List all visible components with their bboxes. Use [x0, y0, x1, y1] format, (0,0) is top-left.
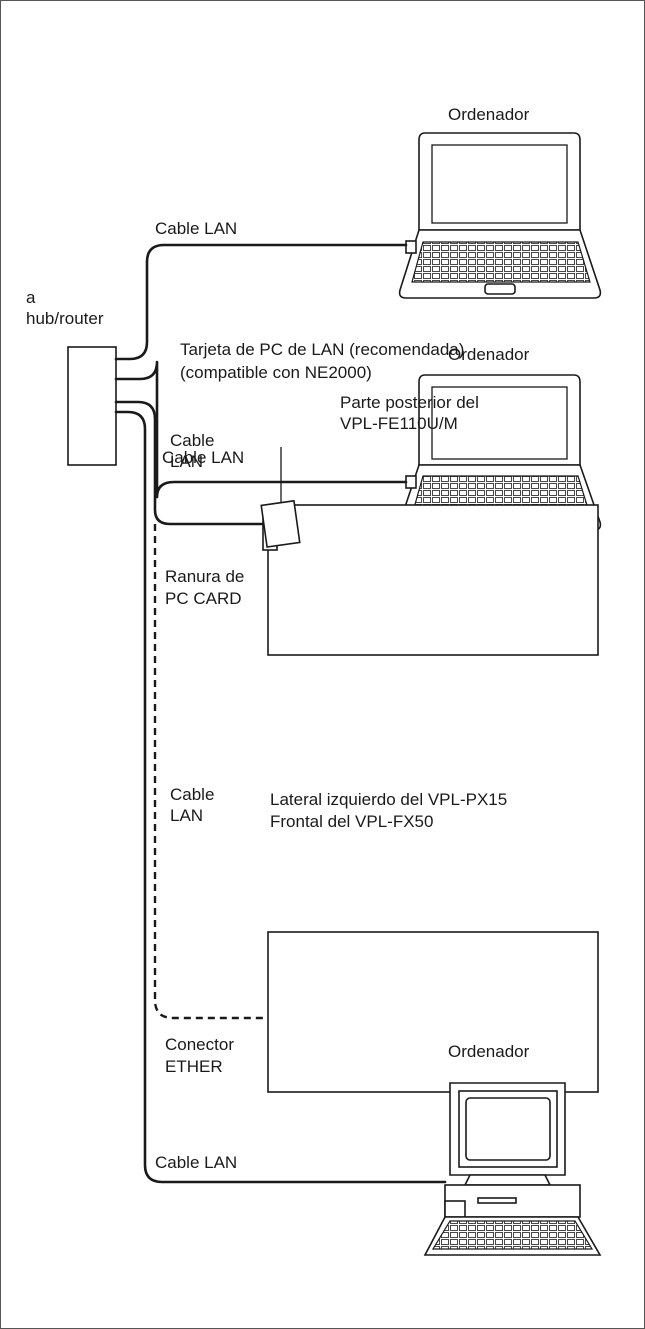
lan-cable-5: [114, 410, 447, 1184]
computer-label-3: Ordenador: [448, 1042, 530, 1061]
cable-label-2: Cable LAN: [162, 448, 244, 467]
hub-label-line2: hub/router: [26, 309, 104, 328]
cable-label-4-line2: LAN: [170, 806, 203, 825]
cable-label-5: Cable LAN: [155, 1153, 237, 1172]
cable-label-3-line1: Cable: [170, 431, 214, 450]
computer-label-1: Ordenador: [448, 105, 530, 124]
lan-cable-4-dashed: [153, 524, 268, 1020]
cable-label-3-line2: LAN: [170, 452, 203, 471]
ether-label-line1: Conector: [165, 1035, 234, 1054]
cable-label-1: Cable LAN: [155, 219, 237, 238]
side-panel-label-line2: Frontal del VPL-FX50: [270, 812, 433, 831]
lan-cable-2: [114, 360, 408, 499]
hub-label-line1: a: [26, 288, 36, 307]
lan-pc-card: [260, 499, 301, 548]
lan-cable-1: [114, 243, 408, 361]
side-panel-label-line1: Lateral izquierdo del VPL-PX15: [270, 790, 507, 809]
rear-panel-label-line1: Parte posterior del: [340, 393, 479, 412]
rear-panel-label-line2: VPL-FE110U/M: [340, 414, 458, 433]
lan-card-label-line2: (compatible con NE2000): [180, 363, 372, 382]
hub-router-box: [67, 346, 117, 466]
projector-side-panel: [267, 931, 599, 1093]
computer-label-2: Ordenador: [448, 345, 530, 364]
slot-label-line2: PC CARD: [165, 589, 242, 608]
lan-cable-3: [114, 400, 265, 526]
desktop-computer-icon: [423, 1082, 602, 1256]
lan-card-label-line1: Tarjeta de PC de LAN (recomendada): [180, 340, 464, 359]
projector-rear-panel: [267, 504, 599, 656]
cable-label-4-line1: Cable: [170, 785, 214, 804]
slot-label-line1: Ranura de: [165, 567, 244, 586]
ether-label-line2: ETHER: [165, 1057, 223, 1076]
laptop-icon: [398, 132, 602, 299]
